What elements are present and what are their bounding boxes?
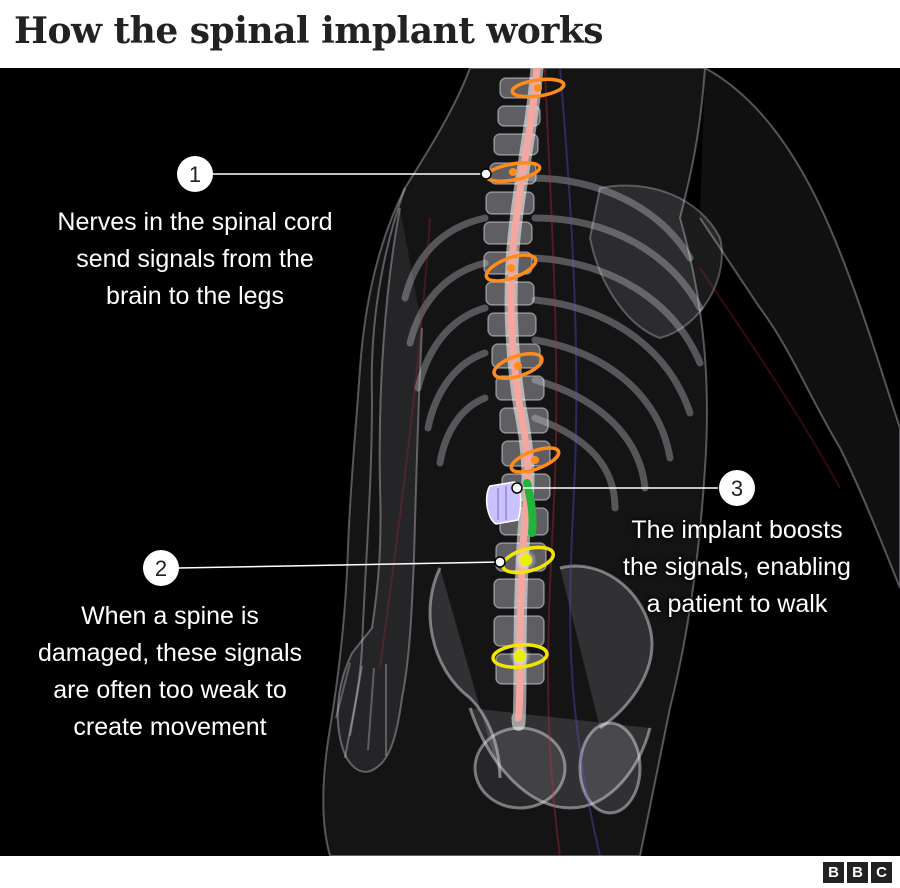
callout-1-line-2: send signals from the [76, 245, 314, 273]
callout-marker-2: 2 [143, 550, 179, 586]
leader-lines [177, 173, 718, 569]
spine-illustration: 1 2 3 Nerves in the spinal cord send sig… [0, 68, 900, 856]
arm-and-hand [335, 207, 423, 773]
scapula [588, 184, 723, 340]
rib-cage [401, 174, 704, 512]
callout-3-line-2: the signals, enabling [623, 553, 851, 581]
callout-marker-1: 1 [177, 156, 213, 192]
callout-marker-3: 3 [719, 470, 755, 506]
callout-1-line-1: Nerves in the spinal cord [57, 208, 333, 236]
yellow-electrode-upper [520, 554, 532, 566]
callout-number-2: 2 [155, 556, 167, 581]
orange-electrode-rings [484, 77, 566, 474]
page-title: How the spinal implant works [14, 10, 604, 52]
pelvis [428, 564, 654, 815]
callout-3-line-3: a patient to walk [646, 590, 828, 618]
footer: B B C [0, 856, 900, 888]
callout-number-1: 1 [189, 162, 201, 187]
callout-2-text: When a spine is damaged, these signals a… [4, 598, 336, 746]
logo-letter-1: B [823, 862, 844, 883]
callout-3-text: The implant boosts the signals, enabling… [592, 512, 882, 623]
implant-lead [523, 479, 537, 537]
leader-endpoints [480, 168, 523, 568]
blood-vessels [379, 68, 841, 856]
callout-number-3: 3 [731, 476, 743, 501]
callout-1-text: Nerves in the spinal cord send signals f… [22, 204, 368, 315]
callout-3-line-1: The implant boosts [631, 516, 843, 544]
bbc-logo: B B C [823, 862, 892, 883]
callout-2-line-4: create movement [73, 713, 267, 741]
body-xray-figure: 1 2 3 [143, 68, 900, 856]
callout-2-line-1: When a spine is [81, 602, 259, 630]
logo-letter-3: C [871, 862, 892, 883]
callout-1-line-3: brain to the legs [106, 282, 284, 310]
logo-letter-2: B [847, 862, 868, 883]
orange-electrode-centers [507, 84, 542, 464]
yellow-electrode-lower [514, 650, 526, 662]
callout-2-line-2: damaged, these signals [37, 639, 303, 667]
callout-2-line-3: are often too weak to [53, 676, 287, 704]
